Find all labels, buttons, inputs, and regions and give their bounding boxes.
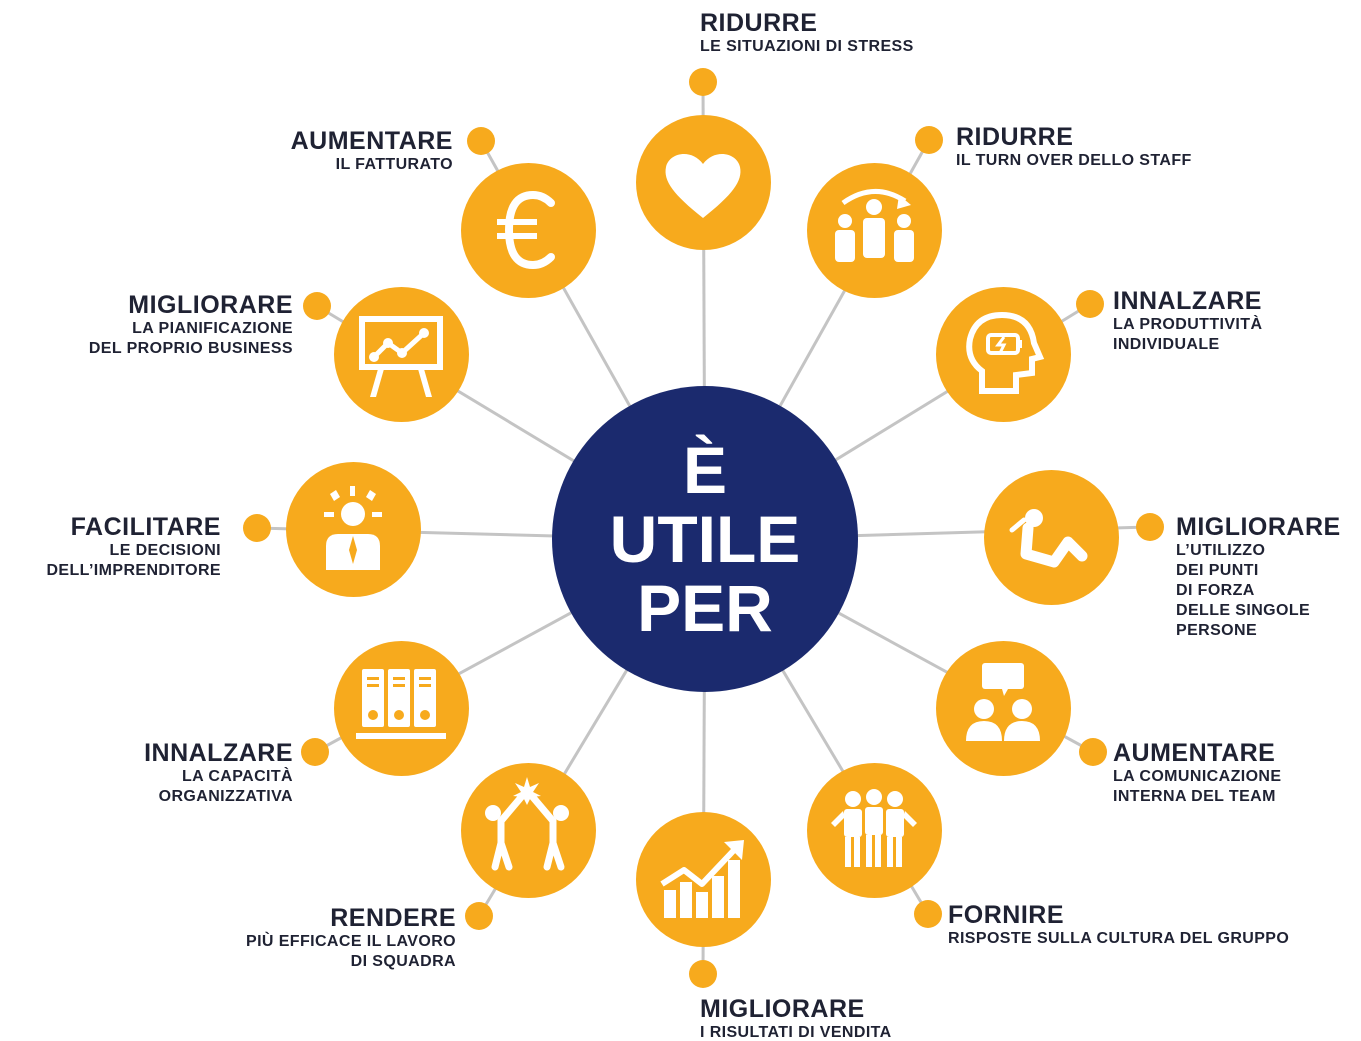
benefit-subtitle: LA COMUNICAZIONE INTERNA DEL TEAM bbox=[1113, 768, 1282, 805]
benefit-label-turnover: RIDURRE IL TURN OVER DELLO STAFF bbox=[956, 124, 1192, 171]
benefit-title: AUMENTARE bbox=[290, 127, 453, 155]
high-five-icon bbox=[485, 777, 569, 871]
connector-dot bbox=[689, 68, 717, 96]
benefit-title: INNALZARE bbox=[1113, 287, 1262, 315]
benefit-subtitle: LE SITUAZIONI DI STRESS bbox=[700, 38, 914, 55]
benefit-node-revenue bbox=[461, 163, 596, 298]
benefit-subtitle: IL FATTURATO bbox=[335, 156, 453, 173]
center-circle: È UTILE PER bbox=[552, 386, 858, 692]
benefit-subtitle: LA PIANIFICAZIONE DEL PROPRIO BUSINESS bbox=[88, 320, 293, 357]
benefit-label-revenue: AUMENTARE IL FATTURATO bbox=[291, 128, 453, 175]
benefit-node-decisions bbox=[286, 462, 421, 597]
connector-dot bbox=[467, 127, 495, 155]
benefit-node-teamwork bbox=[461, 763, 596, 898]
benefit-node-organization bbox=[334, 641, 469, 776]
benefit-node-planning bbox=[334, 287, 469, 422]
growth-chart-icon bbox=[660, 840, 744, 918]
chat-people-icon bbox=[966, 663, 1040, 741]
benefit-label-teamwork: RENDERE PIÙ EFFICACE IL LAVORO DI SQUADR… bbox=[246, 905, 456, 972]
connector-dot bbox=[914, 900, 942, 928]
benefit-subtitle: LE DECISIONI DELL’IMPRENDITORE bbox=[46, 542, 221, 579]
benefit-title: RIDURRE bbox=[700, 9, 818, 37]
benefit-subtitle: LA PRODUTTIVITÀ INDIVIDUALE bbox=[1113, 316, 1263, 353]
benefit-node-reduce-stress bbox=[636, 115, 771, 250]
benefit-node-turnover bbox=[807, 163, 942, 298]
binders-icon bbox=[356, 669, 446, 739]
group-hug-icon bbox=[831, 789, 917, 867]
benefit-title: MIGLIORARE bbox=[700, 995, 865, 1023]
benefit-subtitle: L’UTILIZZO DEI PUNTI DI FORZA DELLE SING… bbox=[1176, 542, 1311, 639]
connector-dot bbox=[301, 738, 329, 766]
benefit-label-reduce-stress: RIDURRE LE SITUAZIONI DI STRESS bbox=[700, 10, 914, 57]
benefit-title: MIGLIORARE bbox=[1176, 513, 1341, 541]
benefit-title: RIDURRE bbox=[956, 123, 1074, 151]
benefit-label-productivity: INNALZARE LA PRODUTTIVITÀ INDIVIDUALE bbox=[1113, 288, 1262, 355]
benefit-label-organization: INNALZARE LA CAPACITÀ ORGANIZZATIVA bbox=[144, 740, 293, 807]
benefit-label-planning: MIGLIORARE LA PIANIFICAZIONE DEL PROPRIO… bbox=[89, 292, 293, 359]
benefit-node-productivity bbox=[936, 287, 1071, 422]
benefit-subtitle: IL TURN OVER DELLO STAFF bbox=[956, 152, 1192, 169]
heart-icon bbox=[665, 154, 741, 218]
euro-icon bbox=[497, 190, 555, 270]
idea-person-icon bbox=[324, 486, 382, 570]
benefit-label-decisions: FACILITARE LE DECISIONI DELL’IMPRENDITOR… bbox=[46, 514, 221, 581]
center-line-3: PER bbox=[637, 570, 773, 645]
connector-dot bbox=[1079, 738, 1107, 766]
benefit-subtitle: PIÙ EFFICACE IL LAVORO DI SQUADRA bbox=[246, 933, 456, 970]
benefit-title: FACILITARE bbox=[70, 513, 221, 541]
connector-dot bbox=[689, 960, 717, 988]
connector-dot bbox=[243, 514, 271, 542]
situp-icon bbox=[1009, 509, 1088, 568]
connector-dot bbox=[915, 126, 943, 154]
connector-dot bbox=[465, 902, 493, 930]
center-line-2: UTILE bbox=[609, 501, 801, 576]
connector-dot bbox=[1136, 513, 1164, 541]
benefit-node-strengths bbox=[984, 470, 1119, 605]
benefit-title: RENDERE bbox=[330, 904, 456, 932]
benefit-subtitle: I RISULTATI DI VENDITA bbox=[700, 1024, 892, 1041]
benefit-title: INNALZARE bbox=[144, 739, 293, 767]
center-line-1: È bbox=[682, 432, 728, 507]
benefit-title: MIGLIORARE bbox=[128, 291, 293, 319]
benefit-subtitle: LA CAPACITÀ ORGANIZZATIVA bbox=[158, 768, 293, 805]
connector-dot bbox=[1076, 290, 1104, 318]
benefit-label-communication: AUMENTARE LA COMUNICAZIONE INTERNA DEL T… bbox=[1113, 740, 1281, 807]
benefit-label-culture: FORNIRE RISPOSTE SULLA CULTURA DEL GRUPP… bbox=[948, 902, 1289, 949]
benefit-subtitle: RISPOSTE SULLA CULTURA DEL GRUPPO bbox=[948, 930, 1290, 947]
connector-dot bbox=[303, 292, 331, 320]
benefit-node-communication bbox=[936, 641, 1071, 776]
benefit-title: AUMENTARE bbox=[1113, 739, 1276, 767]
people-rotation-icon bbox=[835, 189, 914, 262]
benefit-node-culture bbox=[807, 763, 942, 898]
benefit-node-sales bbox=[636, 812, 771, 947]
presentation-board-icon bbox=[359, 316, 443, 397]
benefit-title: FORNIRE bbox=[948, 901, 1064, 929]
benefit-label-strengths: MIGLIORARE L’UTILIZZO DEI PUNTI DI FORZA… bbox=[1176, 514, 1341, 641]
benefit-label-sales: MIGLIORARE I RISULTATI DI VENDITA bbox=[700, 996, 892, 1041]
head-battery-icon bbox=[966, 311, 1045, 394]
